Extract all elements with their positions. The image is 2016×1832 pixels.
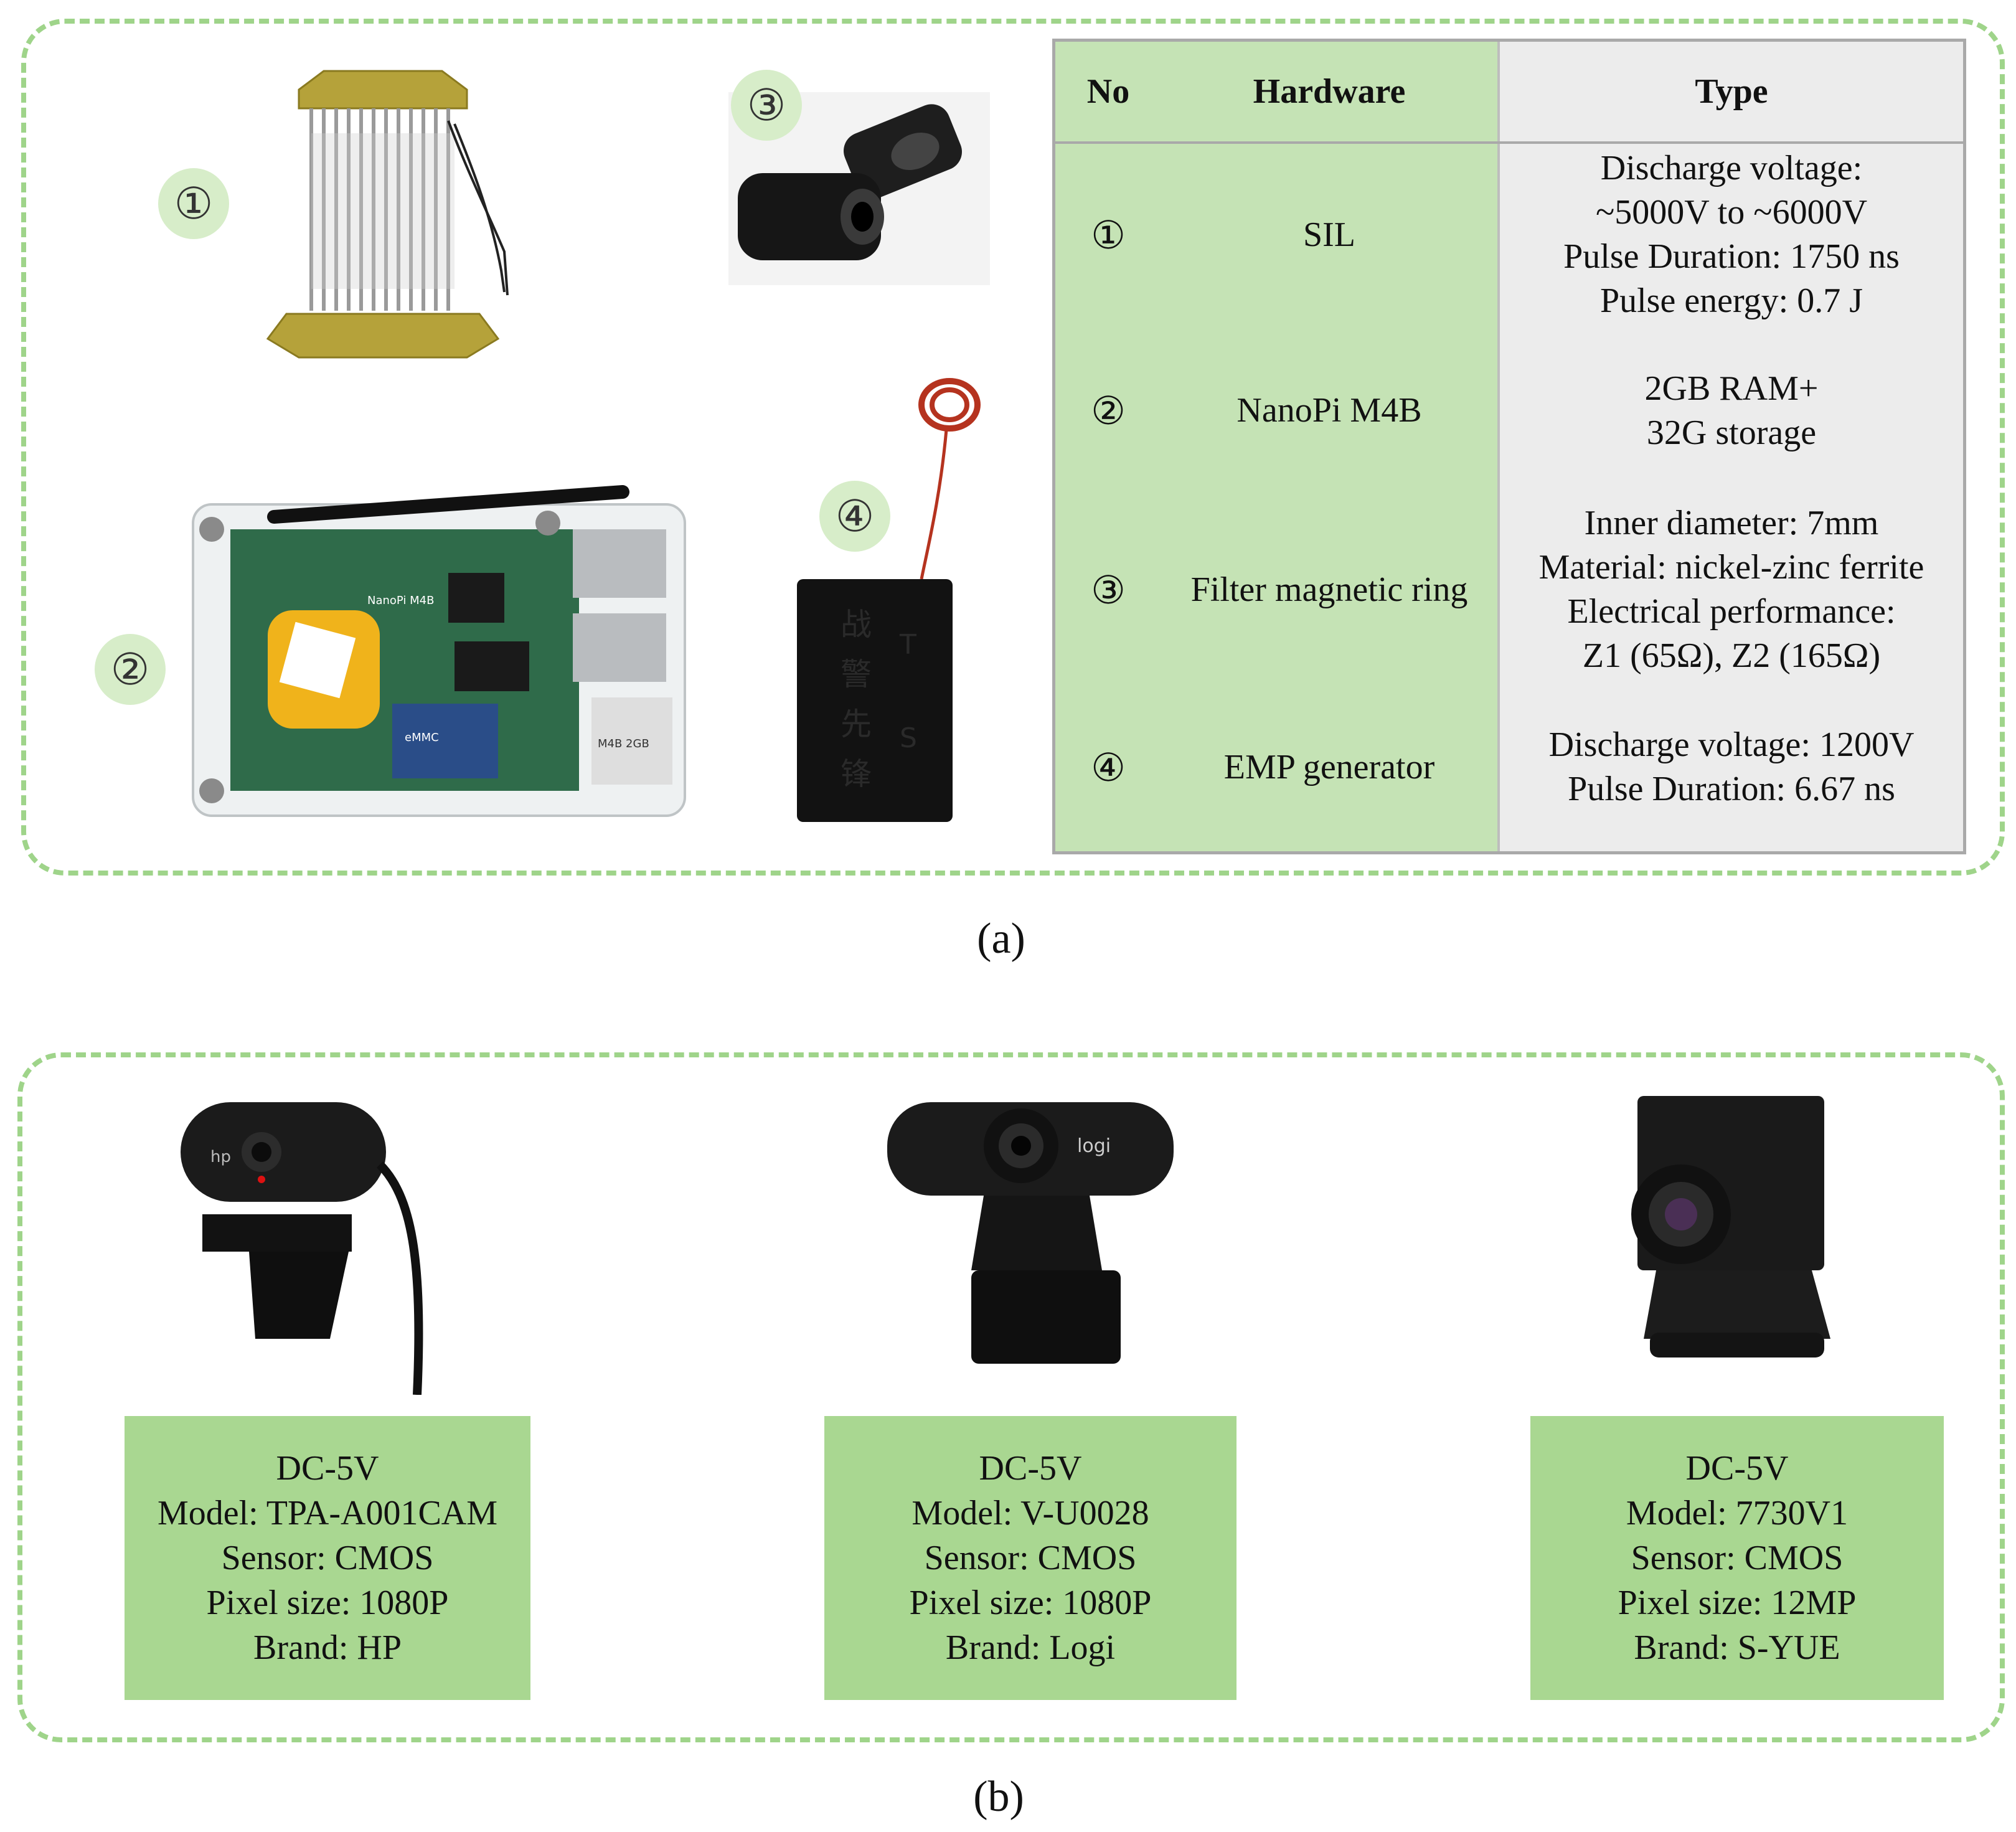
logi-spec-line-4: Pixel size: 1080P — [909, 1584, 1152, 1622]
camera-spec-hp: DC-5V Model: TPA-A001CAM Sensor: CMOS Pi… — [125, 1416, 530, 1700]
type-1-line-3: Pulse Duration: 1750 ns — [1563, 237, 1900, 276]
emp-char-3: 先 — [841, 706, 872, 742]
logi-spec-line-3: Sensor: CMOS — [924, 1539, 1137, 1577]
panel-a-frame — [21, 19, 2005, 876]
type-4-line-2: Pulse Duration: 6.67 ns — [1568, 770, 1895, 808]
hardware-table: No ① ② ③ ④ Hardware SIL NanoPi M4B Filte… — [1052, 39, 1966, 854]
type-3-line-4: Z1 (65Ω), Z2 (165Ω) — [1582, 636, 1881, 675]
syue-spec-line-1: DC-5V — [1685, 1449, 1789, 1488]
table-header-type: Type — [1695, 72, 1768, 111]
panel-b-frame — [17, 1052, 2005, 1742]
hp-spec-line-1: DC-5V — [276, 1449, 379, 1488]
table-cell-no-3: ③ — [1091, 567, 1126, 613]
table-header-hardware: Hardware — [1253, 72, 1406, 111]
type-3-line-3: Electrical performance: — [1567, 592, 1896, 631]
hp-spec-line-3: Sensor: CMOS — [221, 1539, 434, 1577]
emp-char-4: 锋 — [841, 756, 872, 792]
emp-generator-figure: 战 警 先 锋 T S — [797, 378, 981, 822]
type-1-line-4: Pulse energy: 0.7 J — [1599, 281, 1863, 320]
hp-webcam-figure: hp — [181, 1102, 423, 1395]
table-column-no: No ① ② ③ ④ — [1055, 42, 1161, 851]
badge-3: ③ — [731, 70, 802, 141]
syue-spec-line-3: Sensor: CMOS — [1631, 1539, 1844, 1577]
table-column-type: Type Discharge voltage: ~5000V to ~6000V… — [1497, 42, 1963, 851]
sil-lamp-figure — [266, 70, 509, 359]
type-2-line-2: 32G storage — [1646, 413, 1817, 452]
emp-char-2: 警 — [841, 656, 872, 692]
hp-brand-mark: hp — [210, 1148, 231, 1166]
camera-spec-syue: DC-5V Model: 7730V1 Sensor: CMOS Pixel s… — [1530, 1416, 1944, 1700]
board-emmc-text: eMMC — [405, 731, 439, 744]
logi-spec-line-1: DC-5V — [979, 1449, 1082, 1488]
hp-spec-line-5: Brand: HP — [253, 1628, 402, 1667]
logi-spec-line-5: Brand: Logi — [945, 1628, 1116, 1667]
type-3-line-2: Material: nickel-zinc ferrite — [1538, 548, 1924, 587]
table-header-no: No — [1086, 72, 1130, 111]
badge-2: ② — [95, 634, 166, 705]
type-2-line-1: 2GB RAM+ — [1644, 369, 1819, 408]
logi-brand-mark: logi — [1077, 1135, 1111, 1157]
badge-4: ④ — [819, 481, 890, 552]
table-cell-no-1: ① — [1091, 212, 1126, 258]
table-cell-type-2: 2GB RAM+ 32G storage — [1500, 325, 1963, 496]
table-cell-hardware-2: NanoPi M4B — [1236, 391, 1422, 430]
board-name-text: NanoPi M4B — [367, 594, 434, 607]
syue-spec-line-2: Model: 7730V1 — [1626, 1494, 1849, 1532]
syue-spec-line-5: Brand: S-YUE — [1634, 1628, 1840, 1667]
logi-spec-line-2: Model: V-U0028 — [911, 1494, 1149, 1532]
syue-camera-figure — [1631, 1096, 1830, 1357]
board-chip-text: M4B 2GB — [598, 737, 649, 750]
type-1-line-1: Discharge voltage: — [1600, 149, 1863, 187]
table-cell-type-3: Inner diameter: 7mm Material: nickel-zin… — [1500, 496, 1963, 683]
logi-webcam-figure: logi — [887, 1102, 1174, 1364]
table-column-hardware: Hardware SIL NanoPi M4B Filter magnetic … — [1161, 42, 1497, 851]
caption-a: (a) — [977, 915, 1025, 963]
table-header-divider — [1055, 141, 1963, 144]
emp-char-1: 战 — [841, 607, 872, 643]
type-1-line-2: ~5000V to ~6000V — [1595, 193, 1868, 232]
type-4-line-1: Discharge voltage: 1200V — [1548, 725, 1915, 764]
camera-spec-logi: DC-5V Model: V-U0028 Sensor: CMOS Pixel … — [824, 1416, 1236, 1700]
type-3-line-1: Inner diameter: 7mm — [1584, 504, 1879, 542]
emp-side-t: T — [899, 629, 916, 661]
caption-b: (b) — [973, 1773, 1024, 1821]
table-cell-no-4: ④ — [1091, 744, 1126, 790]
hp-spec-line-4: Pixel size: 1080P — [206, 1584, 449, 1622]
table-cell-type-1: Discharge voltage: ~5000V to ~6000V Puls… — [1500, 144, 1963, 325]
syue-spec-line-4: Pixel size: 12MP — [1618, 1584, 1857, 1622]
table-cell-type-4: Discharge voltage: 1200V Pulse Duration:… — [1500, 683, 1963, 851]
emp-side-s: S — [900, 722, 917, 754]
table-cell-no-2: ② — [1091, 388, 1126, 433]
table-cell-hardware-4: EMP generator — [1223, 747, 1435, 786]
nanopi-board-figure: NanoPi M4B eMMC M4B 2GB — [192, 485, 686, 817]
table-cell-hardware-1: SIL — [1303, 215, 1355, 254]
badge-1: ① — [158, 168, 229, 239]
table-cell-hardware-3: Filter magnetic ring — [1190, 570, 1468, 609]
hp-spec-line-2: Model: TPA-A001CAM — [157, 1494, 498, 1532]
